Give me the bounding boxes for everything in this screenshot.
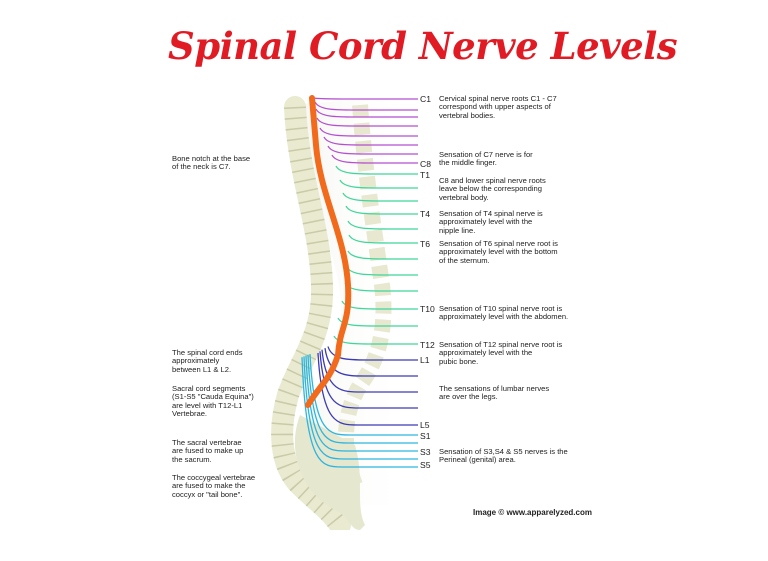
nerve-root-line	[309, 353, 418, 436]
nerve-root-line	[319, 351, 418, 409]
level-label-l1: L1	[420, 355, 430, 365]
nerve-root-line	[327, 145, 418, 155]
level-label-s1: S1	[420, 431, 431, 441]
nerve-root-line	[324, 348, 418, 377]
spine-illustration	[271, 95, 418, 530]
nerve-root-line	[341, 300, 418, 310]
note-c7-notch: Bone notch at the base of the neck is C7…	[172, 154, 251, 172]
page-title: Spinal Cord Nerve Levels	[168, 24, 678, 68]
note-c8: C8 and lower spinal nerve roots leave be…	[439, 176, 546, 202]
nerve-root-line	[339, 179, 418, 189]
note-c7: Sensation of C7 nerve is for the middle …	[439, 150, 533, 168]
level-label-c1: C1	[420, 94, 431, 104]
note-t10: Sensation of T10 spinal nerve root is ap…	[439, 304, 569, 322]
nerve-root-line	[303, 356, 418, 460]
nerve-root-line	[321, 349, 418, 393]
level-label-t4: T4	[420, 209, 431, 219]
nerve-root-line	[313, 97, 418, 100]
note-t12: Sensation of T12 spinal nerve root is ap…	[439, 340, 563, 366]
nerve-root-line	[335, 165, 418, 175]
level-label-s3: S3	[420, 447, 431, 457]
level-label-t10: T10	[420, 304, 435, 314]
level-label-t1: T1	[420, 170, 431, 180]
vertebral-bodies	[271, 96, 351, 530]
note-sacrum: The sacral vertebrae are fused to make u…	[172, 438, 244, 464]
image-credit: Image © www.apparelyzed.com	[473, 508, 592, 517]
nerve-root-line	[314, 101, 418, 111]
spinal-cord	[305, 95, 352, 408]
note-t6: Sensation of T6 spinal nerve root is app…	[439, 239, 558, 265]
level-label-l5: L5	[420, 420, 430, 430]
nerve-root-line	[315, 108, 418, 118]
nerve-root-line	[342, 192, 418, 202]
level-label-s5: S5	[420, 460, 431, 470]
nerve-root-line	[347, 250, 418, 260]
nerve-roots	[301, 97, 418, 468]
nerve-root-line	[305, 355, 418, 452]
note-cervical: Cervical spinal nerve roots C1 - C7 corr…	[439, 94, 557, 120]
nerve-root-line	[307, 354, 418, 444]
nerve-root-line	[345, 205, 418, 215]
note-sacral-segments: Sacral cord segments (S1-S5 "Cauda Equin…	[172, 384, 254, 419]
nerve-root-line	[331, 154, 418, 164]
nerve-root-line	[316, 117, 418, 127]
spine-diagram: C1 C8 T1 T4 T6 T10 T12 L1 L5 S1 S3 S5 Ce…	[150, 85, 620, 530]
nerve-root-line	[327, 346, 418, 361]
nerve-root-line	[323, 136, 418, 146]
note-t4: Sensation of T4 spinal nerve is approxim…	[439, 209, 543, 235]
nerve-root-line	[317, 352, 418, 426]
note-cord-end: The spinal cord ends approximately betwe…	[172, 348, 243, 374]
nerve-root-line	[347, 220, 418, 230]
note-coccyx: The coccygeal vertebrae are fused to mak…	[172, 473, 256, 499]
nerve-root-line	[348, 234, 418, 244]
nerve-root-line	[333, 335, 418, 345]
level-label-t12: T12	[420, 340, 435, 350]
nerve-root-line	[301, 357, 418, 468]
level-label-t6: T6	[420, 239, 431, 249]
note-sacral: Sensation of S3,S4 & S5 nerves is the Pe…	[439, 447, 568, 465]
note-lumbar: The sensations of lumbar nerves are over…	[439, 384, 550, 402]
nerve-root-line	[337, 317, 418, 327]
nerve-root-line	[319, 127, 418, 137]
level-label-c8: C8	[420, 159, 431, 169]
